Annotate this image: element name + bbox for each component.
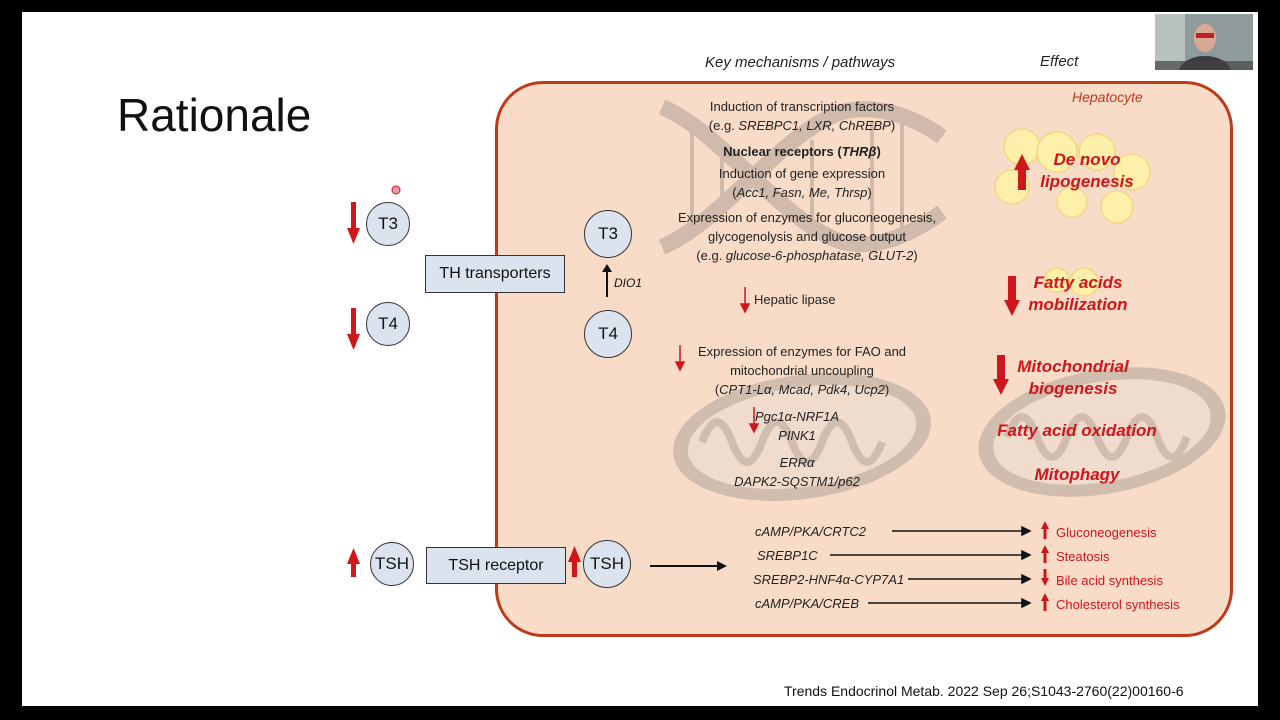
effect-fatty-acids-mobilization: Fatty acids mobilization [1018, 272, 1138, 316]
arrow-up-icon [602, 264, 612, 297]
tf-line1: Induction of transcription factors [709, 99, 895, 114]
pathway-label: SREBP1C [757, 548, 818, 563]
presenter-icon [1155, 14, 1253, 70]
gene-expr-line1: Induction of gene expression [718, 166, 886, 181]
fao-suffix: ) [884, 382, 890, 397]
effect-fa-mob-2: mobilization [1028, 295, 1128, 314]
t3-node-outer: T3 [366, 202, 410, 246]
arrow-up-icon [568, 546, 581, 577]
enz-line2: glycogenolysis and glucose output [707, 229, 907, 244]
t3-node-inner: T3 [584, 210, 632, 258]
t4-node-outer: T4 [366, 302, 410, 346]
enz-line1: Expression of enzymes for gluconeogenesi… [678, 210, 936, 225]
arrow-up-icon [1014, 154, 1030, 190]
background-graphics [347, 99, 1226, 611]
webcam-thumbnail [1155, 14, 1253, 70]
mechanisms-block-top: Induction of transcription factors (e.g.… [652, 97, 952, 202]
nuclear-receptors: Nuclear receptors (THRβ) [652, 142, 952, 161]
enz-genes: glucose-6-phosphatase, GLUT-2 [725, 248, 914, 263]
nuclear-prefix: Nuclear receptors ( [723, 144, 842, 159]
pathway-label: cAMP/PKA/CRTC2 [755, 524, 867, 539]
header-mechanisms: Key mechanisms / pathways [705, 54, 896, 71]
t4-node-inner: T4 [584, 310, 632, 358]
pink-label: PINK1 [778, 428, 816, 443]
dio1-label: DIO1 [614, 276, 643, 290]
effect-de-novo-lipogenesis: De novo lipogenesis [1032, 149, 1142, 193]
arrow-right-icon [650, 561, 727, 571]
fao-prefix: ( [714, 382, 720, 397]
arrow-down-icon [1041, 569, 1049, 586]
slide: Rationale Key mechanisms / pathways Effe… [22, 12, 1258, 706]
pathway-outcome: Cholesterol synthesis [1056, 597, 1180, 612]
effect-fa-mob-1: Fatty acids [1033, 273, 1123, 292]
nuclear-suffix: ) [876, 144, 881, 159]
hepatocyte-label: Hepatocyte [1072, 89, 1143, 105]
effect-mito-1: Mitochondrial [1017, 357, 1129, 376]
effect-fatty-acid-oxidation: Fatty acid oxidation [997, 421, 1157, 440]
gene-expr-line2: (Acc1, Fasn, Me, Thrsp) [652, 183, 952, 202]
effect-mitochondrial-biogenesis: Mitochondrial biogenesis [1008, 356, 1138, 400]
arrow-down-icon [1004, 276, 1020, 316]
arrow-down-icon [347, 308, 360, 350]
mitochondrion-icon [672, 372, 932, 502]
effect-de-novo-1: De novo [1053, 150, 1121, 169]
fao-line3: (CPT1-Lα, Mcad, Pdk4, Ucp2) [682, 380, 922, 399]
arrow-down-icon [347, 202, 360, 244]
pathway-label: SREBP2-HNF4α-CYP7A1 [753, 572, 905, 587]
arrow-down-icon [674, 287, 760, 434]
ge-prefix: ( [732, 185, 737, 200]
mitochondrion-icon [978, 367, 1226, 497]
dapk-label: DAPK2-SQSTM1/p62 [734, 474, 860, 489]
arrow-up-icon [347, 548, 360, 577]
fao-genes: CPT1-Lα, Mcad, Pdk4, Ucp2 [719, 382, 885, 397]
dna-icon [658, 99, 947, 255]
arrow-up-icon [1041, 521, 1049, 611]
nuclear-gene: THRβ [841, 144, 877, 159]
arrow-right-icon [830, 525, 1032, 609]
fao-line2: mitochondrial uncoupling [730, 363, 874, 378]
tsh-receptor-box: TSH receptor [426, 547, 566, 584]
tf-suffix: ) [890, 118, 896, 133]
pointer-dot [391, 185, 401, 195]
header-effect: Effect [1040, 53, 1079, 70]
pathway-outcome: Gluconeogenesis [1056, 525, 1157, 540]
tsh-node-outer: TSH [370, 542, 414, 586]
arrow-down-icon [993, 355, 1009, 395]
pgc-block: Pgc1α-NRF1A PINK1 [747, 407, 847, 445]
fao-block: Expression of enzymes for FAO and mitoch… [682, 342, 922, 399]
effect-de-novo-2: lipogenesis [1040, 172, 1134, 191]
pathway-outcome: Bile acid synthesis [1056, 573, 1163, 588]
tf-prefix: (e.g. [708, 118, 739, 133]
slide-title: Rationale [117, 89, 312, 141]
enz-line3: (e.g. glucose-6-phosphatase, GLUT-2) [642, 246, 972, 265]
erra-label: ERRα [779, 455, 815, 470]
ge-suffix: ) [867, 185, 872, 200]
hepatic-lipase: Hepatic lipase [754, 292, 836, 307]
fao-line1: Expression of enzymes for FAO and [697, 344, 907, 359]
effect-mitophagy: Mitophagy [1034, 465, 1120, 484]
tf-line2: (e.g. SREBPC1, LXR, ChREBP) [652, 116, 952, 135]
citation: Trends Endocrinol Metab. 2022 Sep 26;S10… [784, 683, 1184, 699]
enz-prefix: (e.g. [696, 248, 726, 263]
pathway-outcome: Steatosis [1056, 549, 1110, 564]
tsh-node-inner: TSH [583, 540, 631, 588]
erra-block: ERRα DAPK2-SQSTM1/p62 [712, 453, 882, 491]
enz-suffix: ) [913, 248, 918, 263]
effect-mito-2: biogenesis [1028, 379, 1118, 398]
pathway-label: cAMP/PKA/CREB [755, 596, 860, 611]
th-transporters-box: TH transporters [425, 255, 565, 293]
enzymes-block: Expression of enzymes for gluconeogenesi… [642, 208, 972, 265]
tf-genes: SREBPC1, LXR, ChREBP [738, 118, 891, 133]
ge-genes: Acc1, Fasn, Me, Thrsp [736, 185, 868, 200]
pgc-label: Pgc1α-NRF1A [755, 409, 839, 424]
